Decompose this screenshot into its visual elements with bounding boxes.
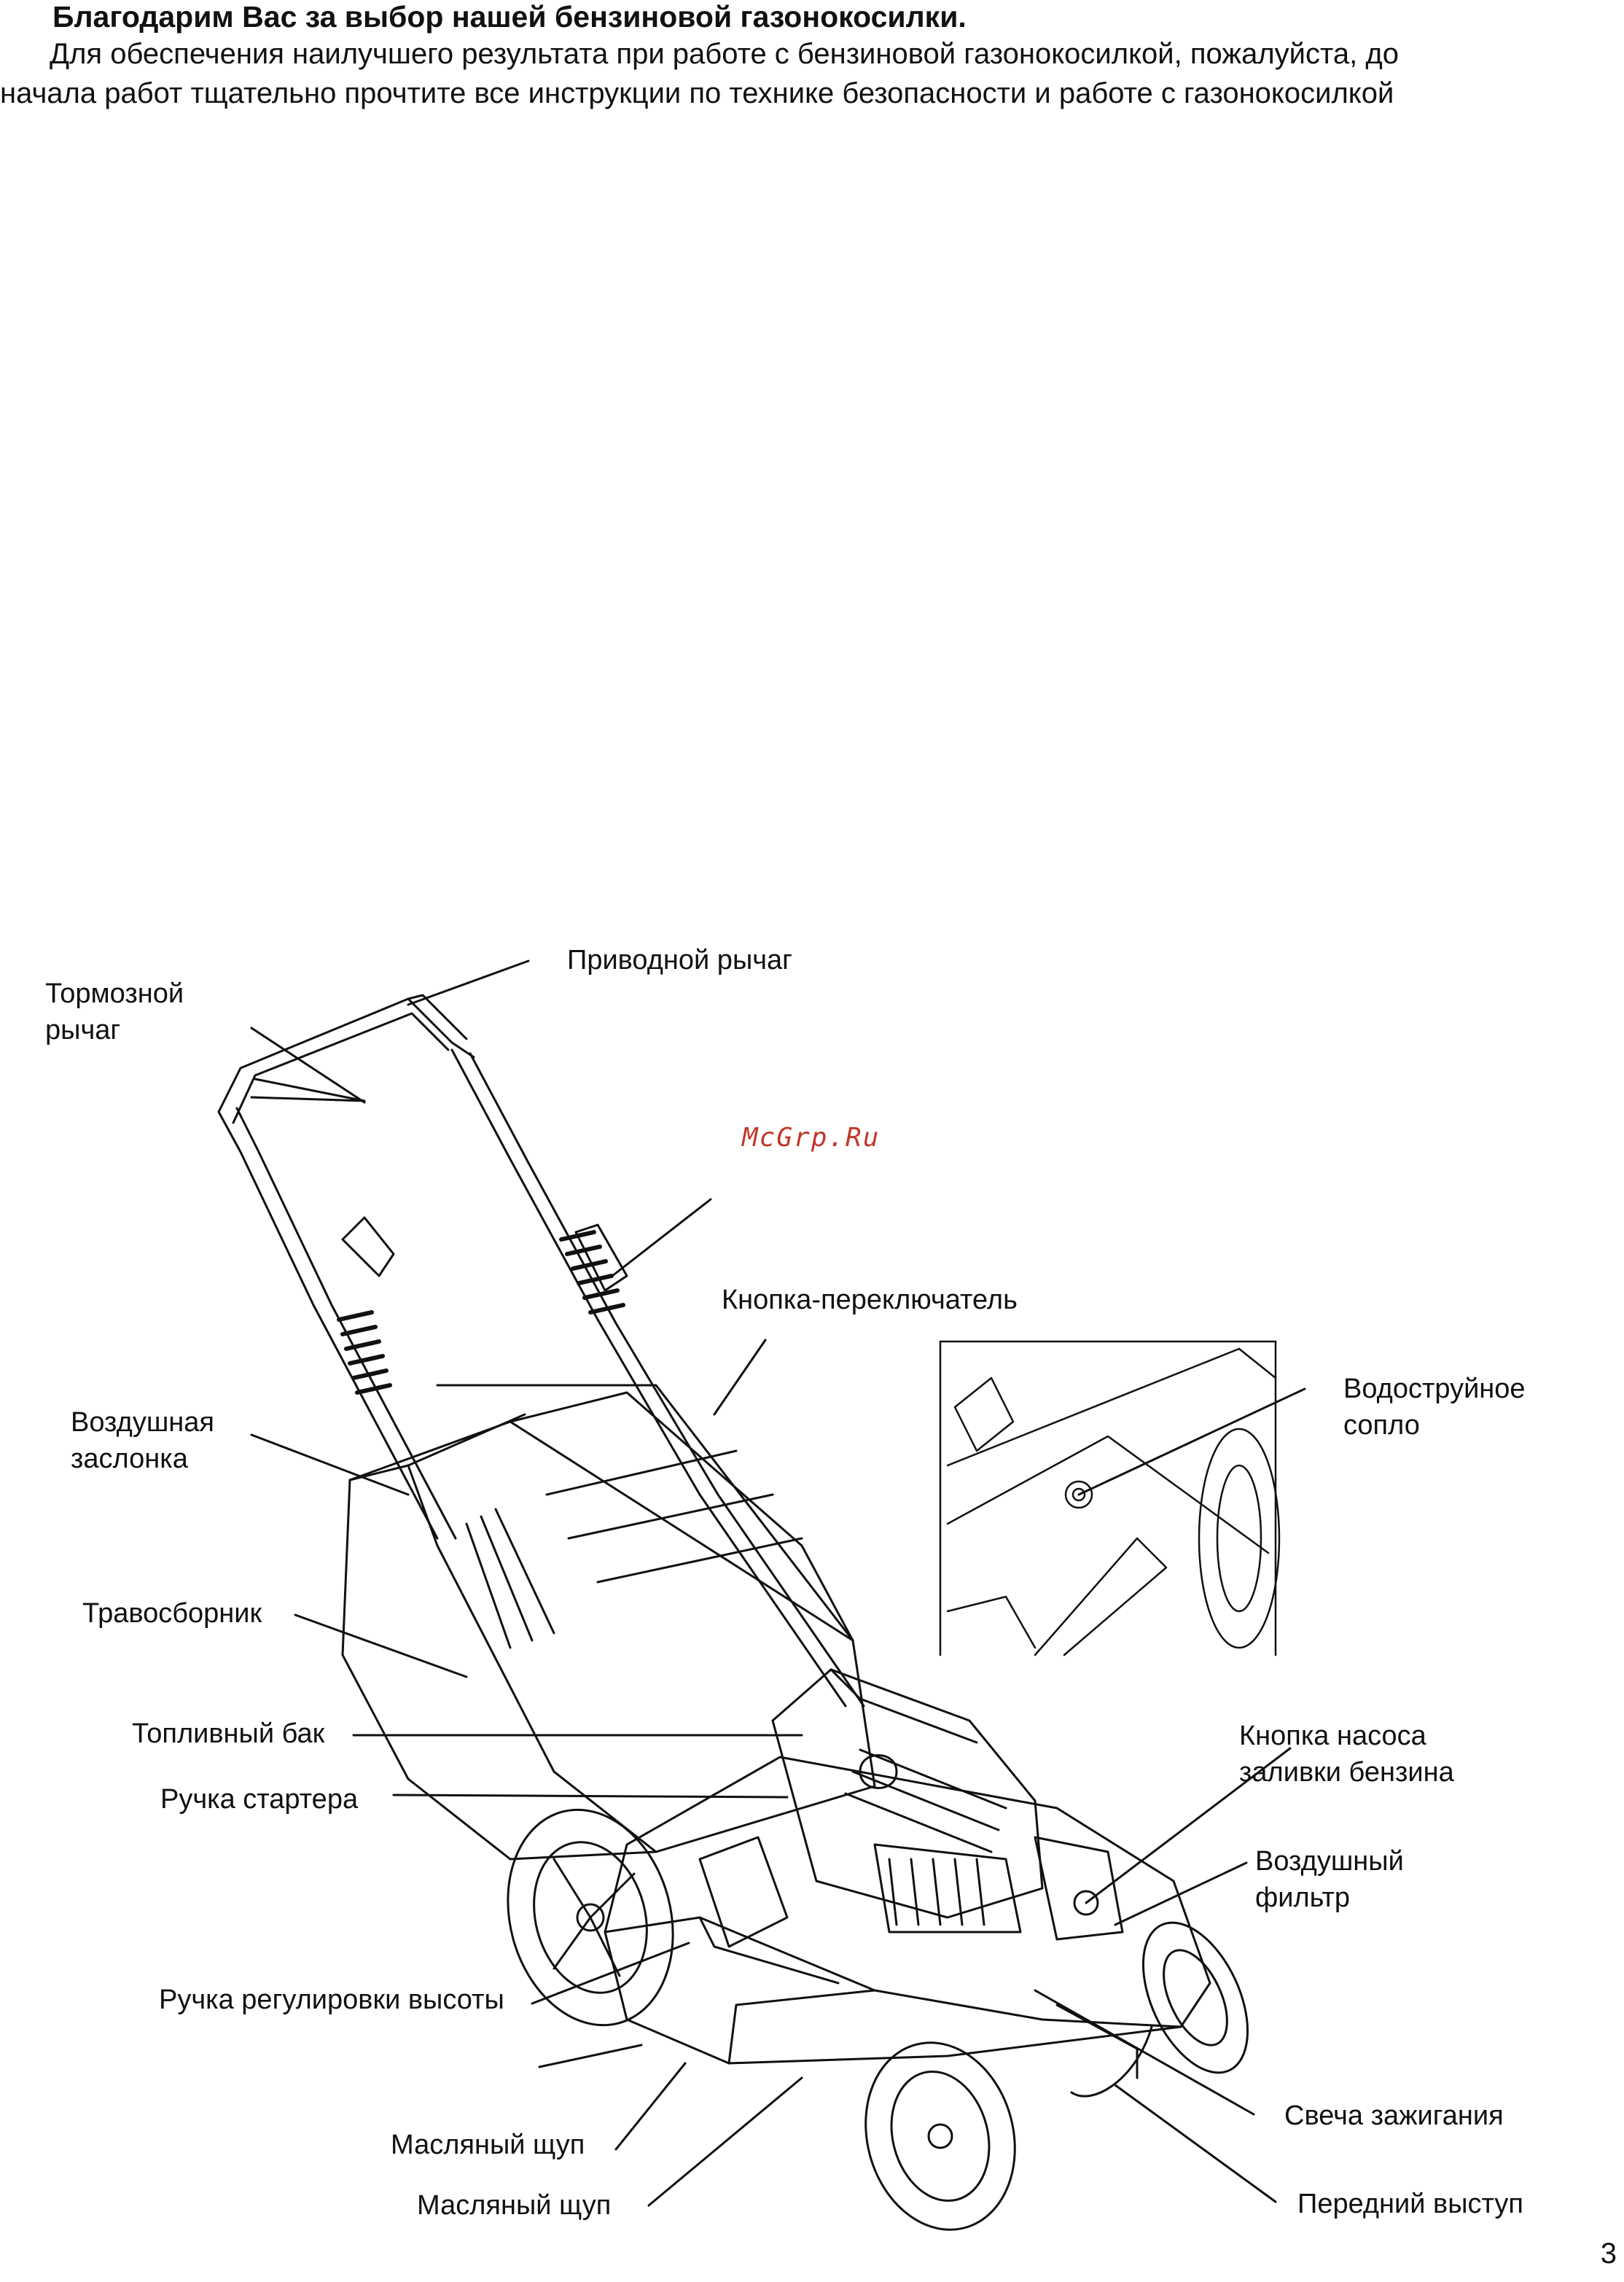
label-water-nozzle-line-1: Водоструйное <box>1343 1374 1526 1404</box>
lawnmower-diagram: Приводной рычаг Тормозной рычаг Кнопка-п… <box>0 911 1624 2282</box>
leader-height-handle <box>531 1942 690 2005</box>
label-brake-lever-line-2: рычаг <box>45 1015 121 1045</box>
label-switch-button: Кнопка-переключатель <box>722 1285 1018 1315</box>
label-starter-handle: Ручка стартера <box>160 1784 359 1815</box>
mower-deck <box>604 1668 1211 2098</box>
watermark: McGrp.Ru <box>742 1123 881 1153</box>
label-primer-line-2: заливки бензина <box>1239 1757 1454 1788</box>
label-spark-plug: Свеча зажигания <box>1284 2100 1504 2131</box>
leader-front-bumper <box>1114 2084 1277 2203</box>
leader-air-filter <box>1114 1861 1248 1926</box>
leader-grip <box>611 1198 712 1277</box>
leader-dipstick-2 <box>647 2076 803 2207</box>
label-choke-line-1: Воздушная <box>71 1407 214 1438</box>
handle-frame <box>217 994 865 1707</box>
mower-wheels <box>507 1808 1249 2231</box>
leader-starter-handle <box>392 1794 789 1799</box>
label-primer-line-1: Кнопка насоса <box>1239 1721 1426 1751</box>
leader-primer <box>1085 1747 1292 1904</box>
label-grass-bag: Травосборник <box>82 1598 262 1629</box>
leader-choke <box>250 1433 410 1496</box>
label-front-bumper: Передний выступ <box>1297 2189 1523 2219</box>
leader-drive-lever <box>407 959 530 1006</box>
intro-title: Благодарим Вас за выбор нашей бензиновой… <box>52 0 967 34</box>
label-dipstick-1: Масляный щуп <box>391 2130 585 2160</box>
intro-paragraph-line-1: Для обеспечения наилучшего результата пр… <box>50 38 1399 70</box>
label-fuel-tank: Топливный бак <box>132 1718 325 1749</box>
label-brake-lever-line-1: Тормозной <box>45 978 184 1009</box>
intro-paragraph-line-2: начала работ тщательно прочтите все инст… <box>0 77 1394 109</box>
label-height-handle: Ручка регулировки высоты <box>159 1985 504 2015</box>
leader-lines <box>250 959 1306 2207</box>
grass-bag-shape <box>341 1384 876 1861</box>
label-air-filter-line-2: фильтр <box>1255 1882 1351 1913</box>
leader-brake-lever <box>250 1027 366 1104</box>
label-water-nozzle-line-2: сопло <box>1343 1410 1420 1441</box>
lawnmower-drawing <box>217 959 1306 2231</box>
leader-rear-flap <box>538 2044 643 2068</box>
label-choke-line-2: заслонка <box>71 1444 188 1474</box>
water-nozzle-inset <box>939 1340 1281 1656</box>
leader-water-nozzle <box>1077 1387 1306 1496</box>
label-air-filter-line-1: Воздушный <box>1255 1846 1404 1877</box>
leader-dipstick-1 <box>614 2062 687 2151</box>
page-number: 3 <box>1600 2238 1617 2270</box>
label-dipstick-2: Масляный щуп <box>417 2190 612 2221</box>
leader-switch-button <box>713 1339 767 1416</box>
leader-grass-bag <box>294 1613 468 1678</box>
label-drive-lever: Приводной рычаг <box>567 945 793 976</box>
handle-grips <box>337 1230 625 1395</box>
leader-spark-plug <box>1034 1989 1255 2116</box>
